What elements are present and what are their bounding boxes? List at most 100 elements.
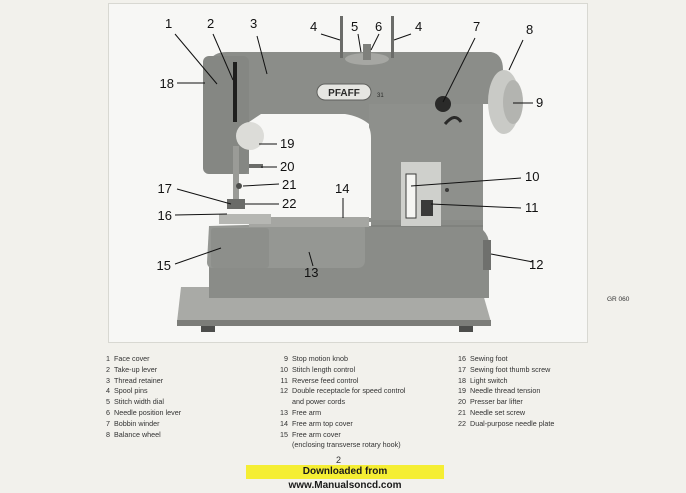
callout-6: 6: [375, 19, 383, 34]
callout-11: 11: [525, 200, 539, 215]
legend-text: Stitch width dial: [114, 397, 164, 407]
legend-number: 13: [280, 407, 288, 417]
legend-number: 1: [106, 354, 110, 363]
callout-1: 1: [165, 16, 173, 31]
bobbin-winder-latch: [443, 116, 463, 125]
legend-number: 7: [106, 418, 110, 428]
legend-number: 2: [106, 364, 110, 374]
legend-number: 10: [280, 364, 288, 374]
callout-20: 20: [280, 159, 295, 174]
legend-item: 19 Needle thread tension: [456, 386, 636, 397]
stitch-length-control: [405, 173, 417, 219]
legend-text: Needle set screw: [470, 407, 526, 417]
callout-17: 17: [157, 181, 172, 196]
legend-number: 16: [458, 354, 466, 363]
callout-8: 8: [526, 22, 534, 37]
callout-16: 16: [157, 208, 172, 223]
base-foot-right: [459, 326, 473, 332]
legend-number: 17: [458, 364, 466, 374]
spool-pin-left: [340, 16, 343, 58]
legend-text: Stitch length control: [292, 364, 356, 374]
legend-item: 13 Free arm: [278, 408, 456, 419]
brand-badge-plate: [316, 83, 372, 101]
thread-tension-dial: [236, 122, 264, 150]
legend-item: 2 Take-up lever: [100, 365, 272, 376]
needle-position-lever: [363, 44, 371, 60]
legend-number: 11: [280, 375, 288, 385]
sewing-machine-photo: PFAFF 31: [108, 3, 588, 343]
leader-lines: [174, 33, 534, 267]
callout-10: 10: [525, 169, 540, 184]
legend-number: 19: [458, 386, 466, 396]
legend-item: 18 Light switch: [456, 376, 636, 387]
callout-4-left: 4: [310, 19, 318, 34]
callout-13: 13: [304, 265, 319, 280]
legend-item: 17 Sewing foot thumb screw: [456, 365, 636, 376]
callout-15: 15: [156, 258, 171, 273]
take-up-lever: [233, 62, 237, 122]
needle-bar: [233, 146, 239, 206]
callout-9: 9: [536, 95, 544, 110]
sewing-foot: [227, 199, 245, 209]
needle-set-screw: [236, 183, 242, 189]
panel-screw: [445, 188, 449, 192]
sewing-machine-illustration: PFAFF 31: [174, 16, 534, 332]
callout-14: 14: [335, 181, 350, 196]
balance-wheel-inner: [503, 80, 523, 124]
page-number: 2: [336, 455, 342, 465]
legend-text: Thread retainer: [114, 375, 164, 385]
legend-number: 22: [458, 418, 466, 428]
legend-item: 10 Stitch length control: [278, 365, 456, 376]
legend-text: Bobbin winder: [114, 418, 160, 428]
legend-item: 16 Sewing foot: [456, 354, 636, 365]
legend-text: Reverse feed control: [292, 375, 359, 385]
legend-text: Sewing foot: [470, 354, 508, 363]
legend-text: Balance wheel: [114, 429, 161, 439]
legend-text: Take-up lever: [114, 364, 158, 374]
legend-number: 4: [106, 386, 110, 396]
bobbin-winder: [435, 96, 451, 112]
legend-text: Face cover: [114, 354, 150, 363]
legend-text: Free arm top cover: [292, 418, 353, 428]
legend-number: 20: [458, 397, 466, 407]
spool-pin-right: [391, 16, 394, 58]
callout-2: 2: [207, 16, 215, 31]
base-foot-left: [201, 326, 215, 332]
callout-18: 18: [159, 76, 174, 91]
model-badge: 31: [377, 93, 384, 99]
legend-item: 11 Reverse feed control: [278, 376, 456, 387]
legend-item: 20 Presser bar lifter: [456, 397, 636, 408]
legend-item: 9 Stop motion knob: [278, 354, 456, 365]
legend-text: Presser bar lifter: [470, 397, 523, 407]
reverse-feed-control: [421, 200, 433, 216]
legend-text: Stop motion knob: [292, 354, 348, 363]
legend-number: 18: [458, 375, 466, 385]
arch-opening: [257, 118, 371, 218]
legend-text: Free arm: [292, 407, 322, 417]
callout-7: 7: [473, 19, 481, 34]
legend-text: Needle thread tension: [470, 386, 541, 396]
download-banner-link[interactable]: Downloaded from www.Manualsoncd.com: [246, 465, 444, 491]
legend-text: Free arm cover (enclosing transverse rot…: [292, 429, 401, 450]
brand-badge: PFAFF: [328, 88, 360, 99]
callout-4-right: 4: [415, 19, 423, 34]
free-arm-hook-cover: [211, 228, 269, 268]
free-arm-top-cover: [249, 217, 369, 227]
legend-number: 9: [284, 354, 288, 363]
presser-bar-lifter: [249, 164, 263, 168]
callout-3: 3: [250, 16, 258, 31]
callout-22: 22: [282, 196, 297, 211]
legend-text: Light switch: [470, 375, 508, 385]
callout-21: 21: [282, 177, 297, 192]
legend-text: Sewing foot thumb screw: [470, 364, 551, 374]
